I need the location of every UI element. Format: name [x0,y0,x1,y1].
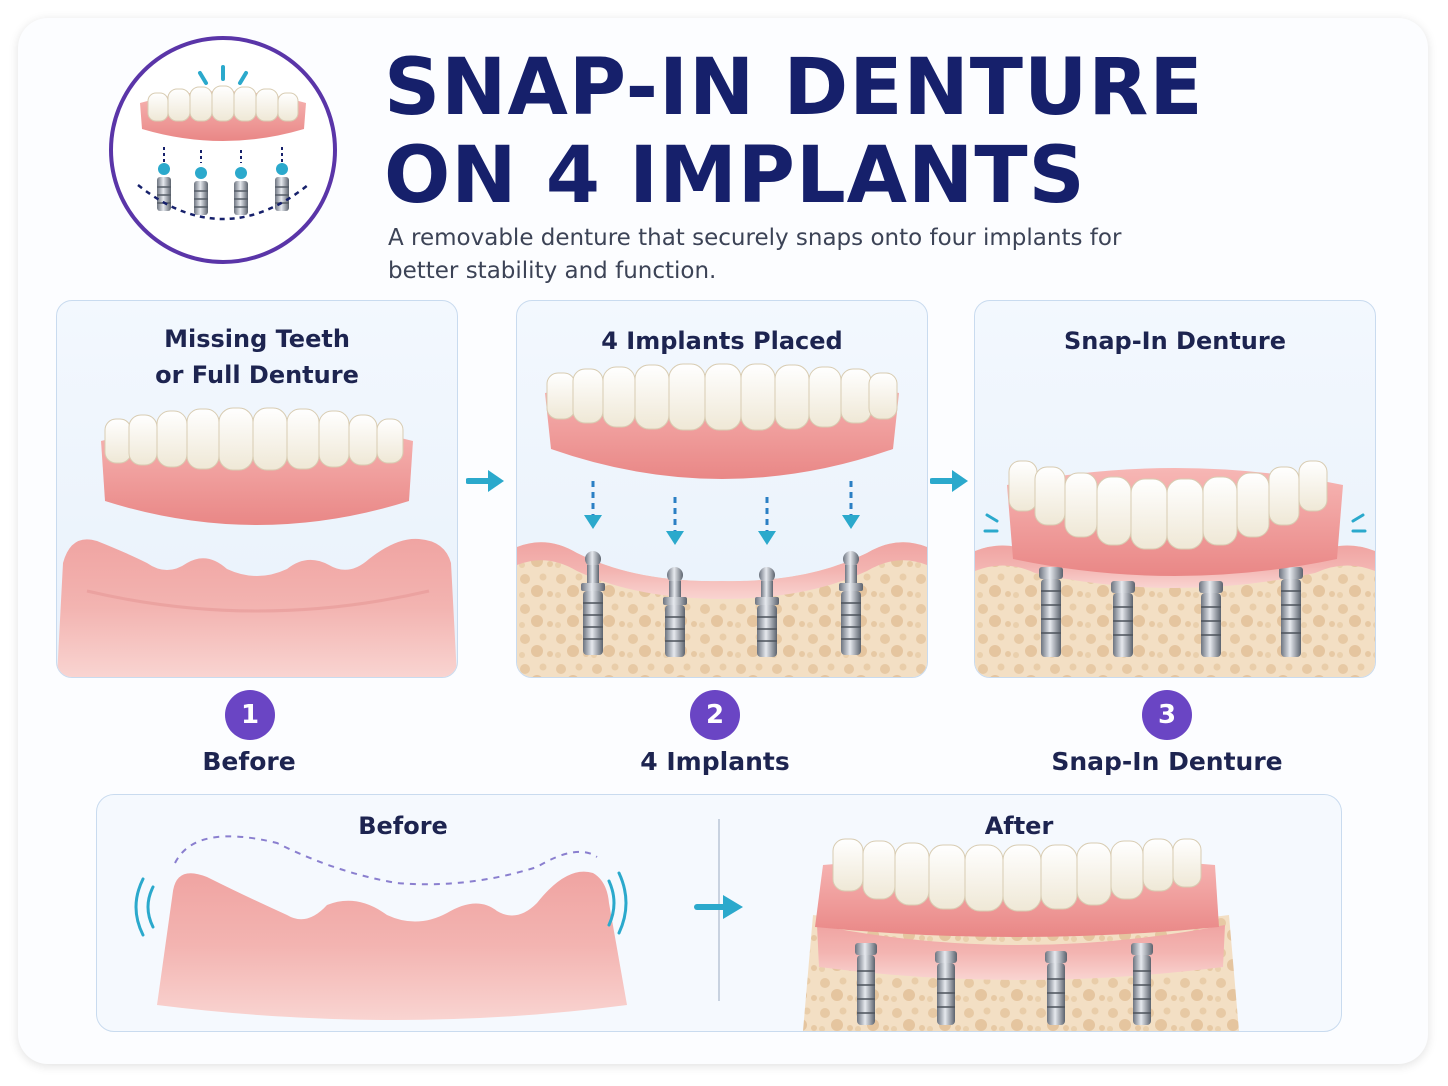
download-arrow-icon [584,481,860,545]
arrow-right-icon [694,895,743,919]
step-label-before: Before [202,747,296,776]
panel-title: Snap-In Denture [1063,327,1287,355]
snap-in-denture-logo-icon [109,36,337,264]
page-subtitle: A removable denture that securely snaps … [388,225,1122,284]
implants-placed-illustration [517,363,927,677]
step-number-3: 3 [1142,690,1192,740]
after-label: After [984,812,1054,840]
implant-icon [581,551,863,657]
snap-fit-icon [983,513,1367,533]
stability-icon [803,838,1239,1031]
panel-snap-in-denture: Snap-In Denture [974,300,1376,678]
before-after-illustration [134,819,1239,1031]
wobble-icon [134,871,628,937]
snap-in-denture-illustration [975,460,1375,677]
before-label: Before [358,812,448,840]
step-number-2: 2 [690,690,740,740]
panel-title: 4 Implants Placed [601,327,843,355]
step-number-1: 1 [225,690,275,740]
step-label-snap-in: Snap-In Denture [1051,747,1283,776]
step-label-implants: 4 Implants [640,747,790,776]
panel-implants-placed: 4 Implants Placed [516,300,928,678]
before-after-comparison: Before After [96,794,1342,1032]
full-denture-illustration [57,407,457,677]
arrow-right-icon [930,470,968,492]
arrow-right-icon [466,470,504,492]
